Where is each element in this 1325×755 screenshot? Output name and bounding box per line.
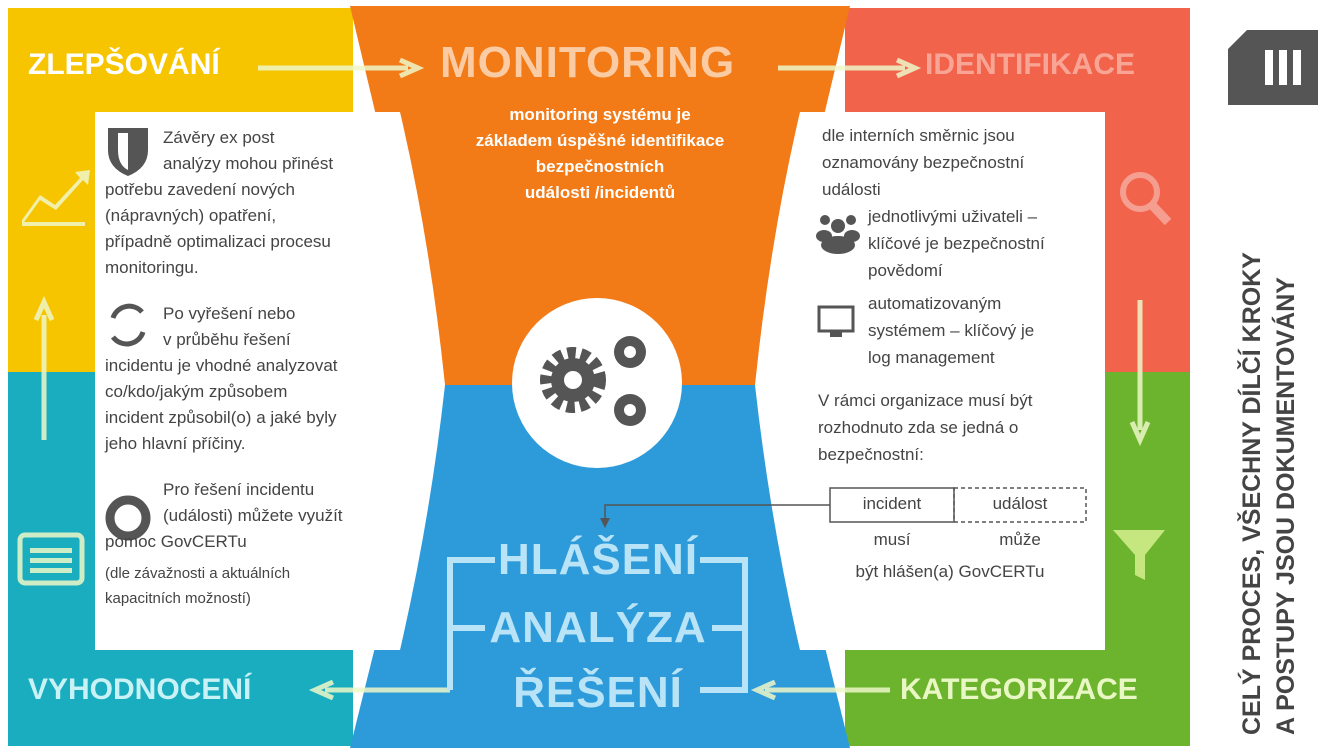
text-line: A POSTUPY JSOU DOKUMENTOVÁNY <box>1272 277 1300 735</box>
list-icon <box>17 532 85 586</box>
refresh-icon <box>110 303 146 347</box>
step-reseni: ŘEŠENÍ <box>513 668 683 717</box>
text-line: jednotlivými uživateli – <box>868 207 1038 226</box>
text-line: v průběhu řešení <box>163 330 291 349</box>
stage-identifikace: IDENTIFIKACE <box>925 48 1135 81</box>
text-line: pomoc GovCERTu <box>105 532 247 551</box>
text-line: monitoringu. <box>105 258 199 277</box>
table-footer: být hlášen(a) GovCERTu <box>855 562 1045 581</box>
text-line: dle interních směrnic jsou <box>822 126 1015 145</box>
text-line: automatizovaným <box>868 294 1002 313</box>
table-header-udalost: událost <box>992 494 1048 513</box>
stage-kategorizace: KATEGORIZACE <box>900 673 1138 706</box>
text-line: log management <box>868 348 995 367</box>
text-line: základem úspěšné identifikace <box>475 131 725 150</box>
step-analyza: ANALÝZA <box>489 603 707 652</box>
table-value-musi: musí <box>873 530 911 549</box>
sidebar-caption: CELÝ PROCES, VŠECHNY DÍLČÍ KROKY A POSTU… <box>1235 252 1303 735</box>
text-line: povědomí <box>868 261 943 280</box>
stage-monitoring: MONITORING <box>440 38 736 87</box>
text-line: potřebu zavedení nových <box>105 180 295 199</box>
trend-chart-icon <box>22 170 90 226</box>
left-panel-bg <box>95 112 445 650</box>
right-panel: dle interních směrnic jsou oznamovány be… <box>818 122 1045 468</box>
stage-vyhodnoceni: VYHODNOCENÍ <box>28 673 252 706</box>
monitor-icon <box>817 305 855 337</box>
text-line: monitoring systému je <box>509 105 691 124</box>
step-hlaseni: HLÁŠENÍ <box>497 535 699 584</box>
text-line: klíčové je bezpečnostní <box>868 234 1045 253</box>
text-line: Po vyřešení nebo <box>163 304 296 323</box>
text-line: analýzy mohou přinést <box>163 154 334 173</box>
text-line: události /incidentů <box>524 183 676 202</box>
text-line: incidentu je vhodné analyzovat <box>105 356 338 375</box>
udalost-cell <box>953 487 1087 523</box>
incident-connector <box>604 504 830 522</box>
text-line: kapacitních možností) <box>105 590 251 607</box>
text-line: Pro řešení incidentu <box>163 480 315 499</box>
table-value-muze: může <box>999 530 1041 549</box>
monitoring-funnel <box>350 6 850 385</box>
text-line: jeho hlavní příčiny. <box>105 434 246 453</box>
text-line: V rámci organizace musí být <box>818 391 1033 410</box>
text-line: oznamovány bezpečnostní <box>822 153 1025 172</box>
reporting-funnel <box>350 385 850 748</box>
text-line: případně optimalizaci procesu <box>105 232 331 251</box>
text-line: rozhodnuto zda se jedná o <box>818 418 1019 437</box>
text-line: události <box>822 180 881 199</box>
stage-zlepsovani: ZLEPŠOVÁNÍ <box>28 48 220 81</box>
users-icon <box>816 215 860 254</box>
gears-icon <box>540 336 646 426</box>
text-line: bezpečnostní: <box>818 445 924 464</box>
text-line: (nápravných) opatření, <box>105 206 277 225</box>
lifebuoy-icon <box>105 495 151 541</box>
text-line: Závěry ex post <box>163 128 275 147</box>
text-line: (události) můžete využít <box>163 506 343 525</box>
table-header-incident: incident <box>862 494 922 513</box>
text-line: bezpečnostních <box>535 157 665 176</box>
filter-icon <box>1113 530 1165 580</box>
text-line: (dle závažnosti a aktuálních <box>105 565 291 582</box>
monitoring-description: monitoring systému je základem úspěšné i… <box>420 102 780 206</box>
search-icon <box>1120 172 1160 212</box>
left-panel: Závěry ex post analýzy mohou přinést pot… <box>105 125 343 611</box>
steps-bracket <box>447 557 748 693</box>
text-line: systémem – klíčový je <box>868 321 1035 340</box>
text-line: incident způsobil(o) a jaké byly <box>105 408 337 427</box>
text-line: co/kdo/jakým způsobem <box>105 382 288 401</box>
document-icon <box>1228 30 1318 105</box>
text-line: CELÝ PROCES, VŠECHNY DÍLČÍ KROKY <box>1238 252 1266 735</box>
